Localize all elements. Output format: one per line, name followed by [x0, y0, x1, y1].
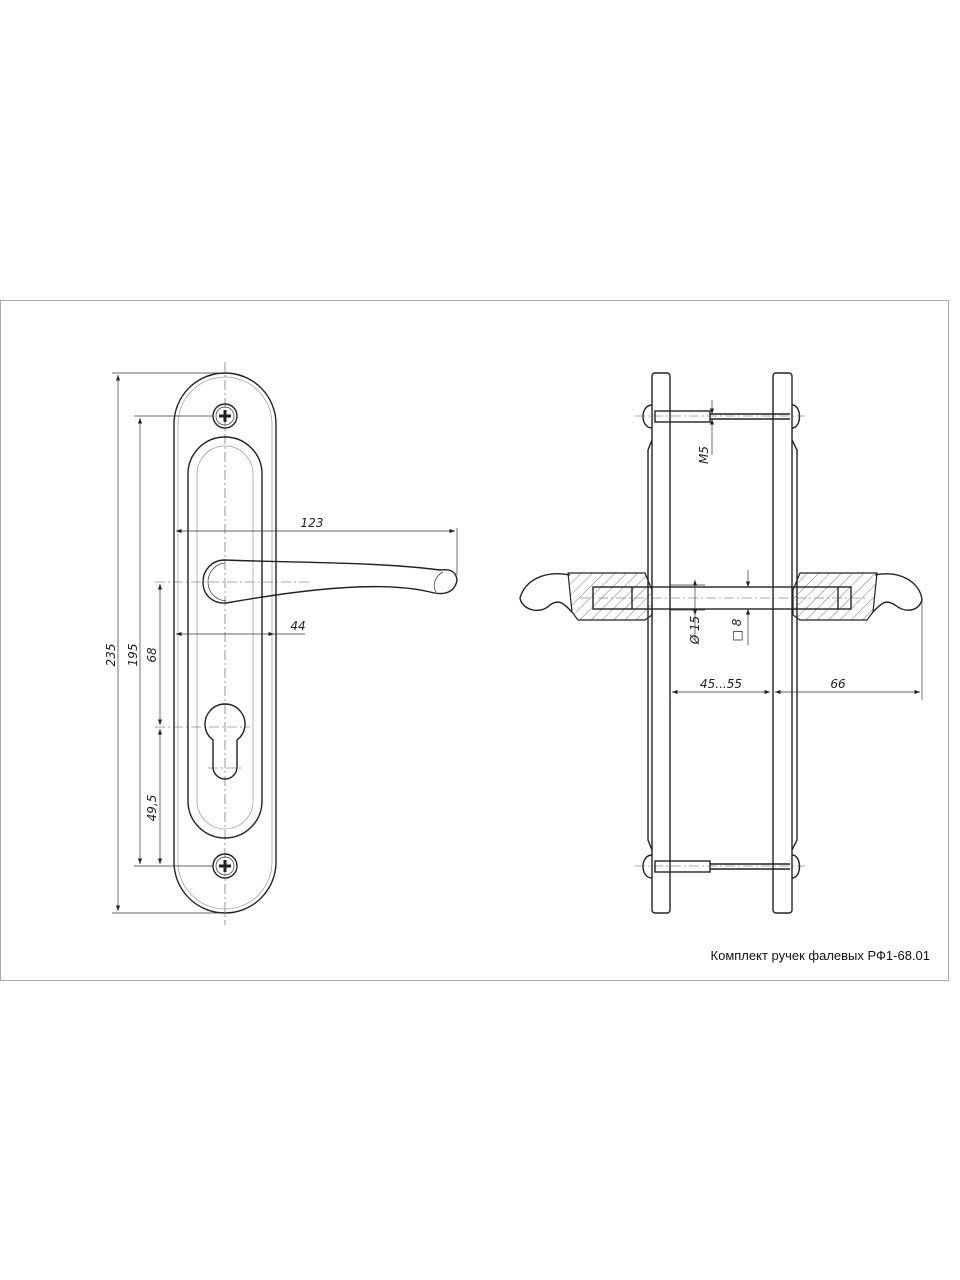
left-handle-grip [519, 573, 573, 613]
right-plate [772, 372, 793, 914]
cylinder-keyhole [204, 703, 246, 780]
dim-plate-width: 44 [290, 619, 305, 633]
screw-bottom [635, 854, 805, 879]
dim-spindle-bush-diameter: Ø 15 [688, 616, 702, 646]
front-view: 235 195 68 49,5 123 44 [104, 362, 458, 925]
section-view: M5 Ø 15 □ 8 45...55 66 [519, 372, 923, 914]
dim-handle-to-cylinder: 68 [145, 647, 159, 663]
drawing-title: Комплект ручек фалевых РФ1-68.01 [711, 948, 930, 963]
dim-handle-length: 123 [301, 516, 324, 530]
right-handle-grip [872, 573, 923, 613]
dim-cylinder-to-screw: 49,5 [145, 795, 159, 822]
dim-door-thickness: 45...55 [700, 677, 742, 691]
screw-bottom-icon [212, 853, 238, 879]
drawing-frame [0, 300, 949, 981]
left-handle-section [567, 572, 653, 621]
screw-top [635, 404, 805, 429]
dim-screw-thread: M5 [697, 446, 711, 464]
dim-spindle-square: □ 8 [730, 618, 744, 641]
right-handle-section [792, 572, 878, 621]
lever-handle [202, 559, 458, 604]
dim-overall-height: 235 [104, 644, 118, 667]
left-plate [651, 372, 671, 914]
recess-outline [187, 436, 263, 839]
dim-screw-spacing: 195 [126, 644, 140, 667]
dim-handle-projection: 66 [830, 677, 846, 691]
